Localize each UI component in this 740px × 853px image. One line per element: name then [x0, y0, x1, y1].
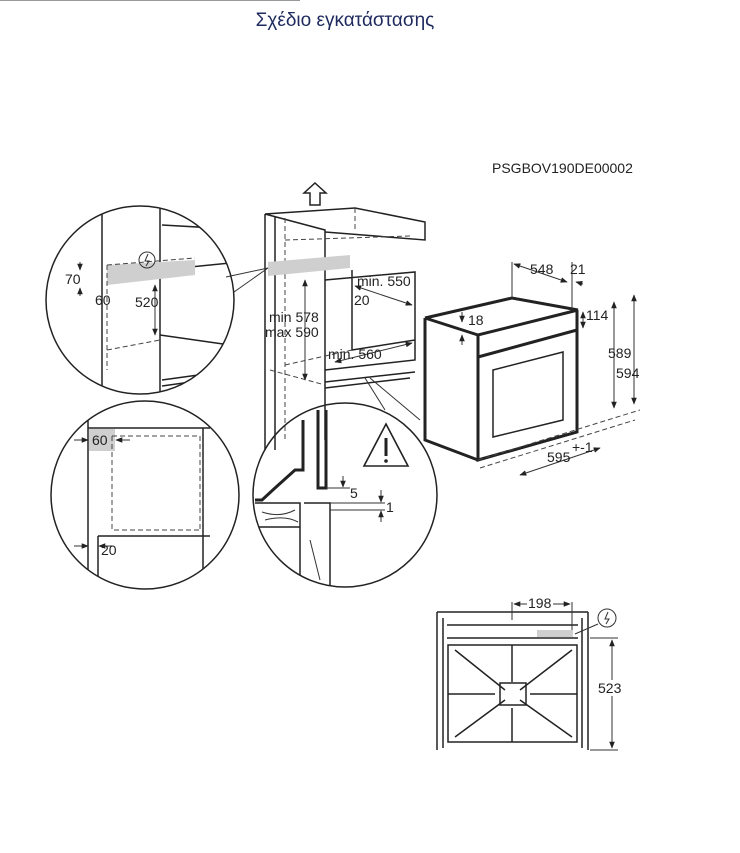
label-min-578: min 578 — [269, 309, 319, 325]
label-595-tolerance: +-1 — [572, 439, 593, 455]
page-title: Σχέδιο εγκατάστασης — [255, 10, 435, 31]
electric-connection-icon — [138, 251, 156, 269]
label-594: 594 — [616, 365, 640, 381]
label-min-560: min. 560 — [328, 346, 382, 362]
warning-icon — [362, 422, 410, 467]
label-20: 20 — [354, 292, 370, 308]
label-70: 70 — [65, 271, 81, 287]
electric-connection-icon-rear — [597, 608, 617, 628]
label-min-550: min. 550 — [357, 273, 411, 289]
label-1: 1 — [386, 499, 394, 515]
label-18: 18 — [468, 312, 484, 328]
label-21: 21 — [570, 261, 586, 277]
label-60: 60 — [95, 292, 111, 308]
detail-circle-bottom: 5 1 — [252, 402, 438, 588]
detail-circle-top: 70 60 520 — [45, 205, 235, 395]
rear-view-drawing: 198 523 — [436, 595, 627, 751]
label-114: 114 — [586, 307, 609, 323]
up-arrow-icon — [302, 181, 328, 206]
label-595: 595 — [547, 449, 571, 465]
detail-circle-side: 60 20 — [50, 400, 240, 590]
label-520: 520 — [135, 294, 159, 310]
oven-drawing: 548 21 18 114 589 594 595 +-1 — [423, 261, 641, 476]
cabinet-drawing: min. 550 20 min 578 max 590 min. 560 — [0, 0, 426, 450]
label-548: 548 — [530, 261, 554, 277]
label-max-590: max 590 — [265, 324, 319, 340]
drawing-code: PSGBOV190DE00002 — [492, 160, 633, 176]
label-198: 198 — [528, 595, 552, 611]
label-20-side: 20 — [101, 542, 117, 558]
label-5: 5 — [350, 485, 358, 501]
label-589: 589 — [608, 345, 632, 361]
label-523: 523 — [598, 680, 622, 696]
label-60-side: 60 — [92, 432, 108, 448]
